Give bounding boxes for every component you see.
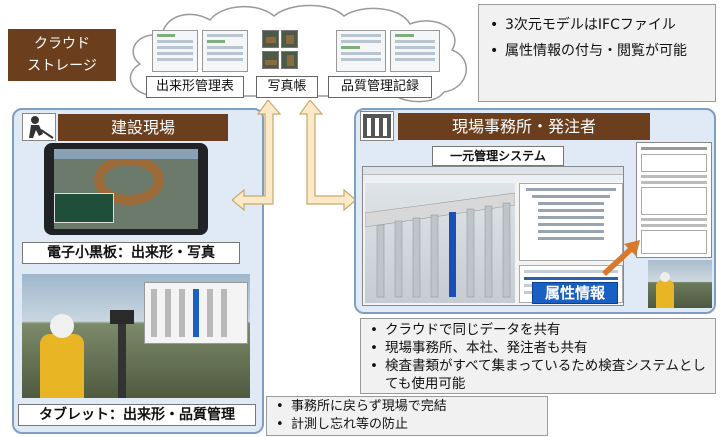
note-inspection: 検査書類がすべて集まっているため検査システムとしても使用可能 [363,357,707,393]
note-ifc: 3次元モデルはIFCファイル [483,15,707,35]
sync-arrow-site-cloud [232,100,282,212]
cloud-storage-tag: クラウド ストレージ [8,29,116,81]
surveyor-photo [648,260,712,308]
note-attributes: 属性情報の付与・閲覧が可能 [483,41,707,61]
electronic-blackboard-image [44,143,208,235]
photo-thumbnail [262,30,279,48]
cloud-label-quality: 品質管理記録 [328,76,432,98]
spreadsheet-thumbnail [390,30,440,72]
cloud-tag-line2: ストレージ [27,58,97,74]
spreadsheet-thumbnail [152,30,198,72]
system-label: 一元管理システム [432,146,564,166]
top-right-notes: 3次元モデルはIFCファイル 属性情報の付与・閲覧が可能 [478,4,716,102]
cloud-label-as-built: 出来形管理表 [146,76,244,98]
photo-thumbnail [281,51,298,69]
building-icon [360,111,394,141]
photo-thumbnail [281,30,298,48]
inspection-form-thumbnail [636,142,712,258]
cloud-label-photo-book: 写真帳 [256,76,318,98]
caption-electronic-blackboard: 電子小黒板：出来形・写真 [22,242,240,264]
spreadsheet-thumbnail [336,30,386,72]
management-system-window [362,166,624,306]
sync-arrow-office-cloud [298,100,357,212]
spreadsheet-thumbnail [202,30,248,72]
worker-icon [22,113,56,141]
site-office-title: 現場事務所・発注者 [398,113,650,140]
note-cloud-share: クラウドで同じデータを共有 [363,321,707,339]
construction-site-title: 建設現場 [58,114,228,141]
note-on-site: 事務所に戻らず現場で完結 [269,398,541,416]
on-site-notes: 事務所に戻らず現場で完結 計測し忘れ等の防止 [266,396,548,436]
caption-tablet: タブレット：出来形・品質管理 [18,404,256,426]
note-prevent-miss: 計測し忘れ等の防止 [269,416,541,434]
attribute-info-label: 属性情報 [532,282,618,304]
photo-thumbnail [262,51,279,69]
shared-data-notes: クラウドで同じデータを共有 現場事務所、本社、発注者も共有 検査書類がすべて集ま… [360,318,716,394]
note-office-share: 現場事務所、本社、発注者も共有 [363,339,707,357]
attribute-pointer-arrow [602,240,640,276]
field-survey-photo [22,274,250,398]
cloud-tag-line1: クラウド [34,36,90,52]
